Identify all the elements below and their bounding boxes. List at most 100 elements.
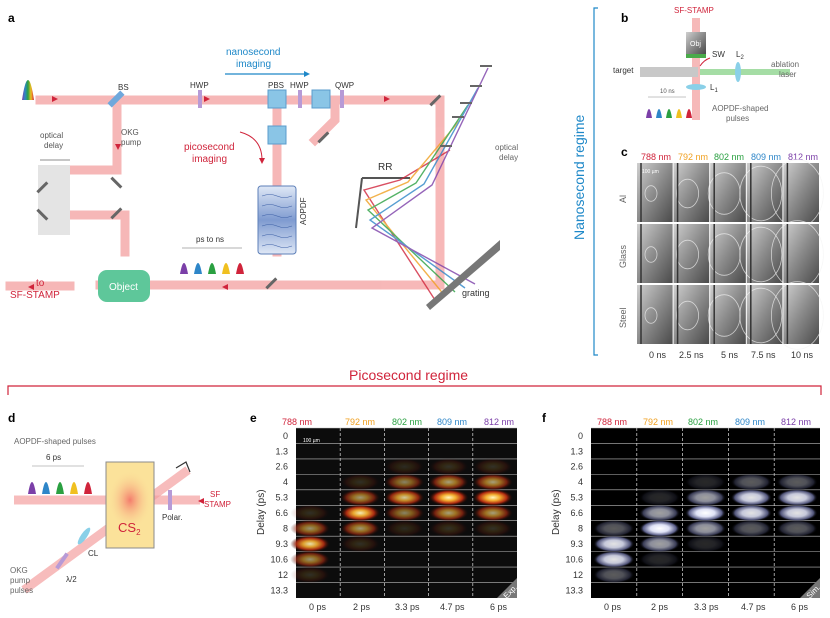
lambda2-label: λ/2 [66,575,77,584]
d-out-arrow [198,498,204,504]
e-cells [290,427,517,598]
f-wl-2: 802 nm [688,417,718,427]
l1-label: L1 [710,83,718,94]
target-label: target [613,66,634,75]
e-wl-1: 792 nm [345,417,375,427]
beam-arrows [28,96,390,290]
pbs-label: PBS [268,81,284,90]
c-image-grid [637,159,824,350]
return-beam [95,95,445,290]
c-wl-0: 788 nm [641,152,671,162]
e-time-0: 0 ps [309,602,327,612]
rr-label: RR [378,162,392,173]
signal-blob [384,473,425,491]
b-aopdf-label-2: pulses [726,114,749,123]
b-pulses [646,109,692,118]
delay-label: 5.3 [570,493,583,503]
c-frame [637,224,673,283]
f-wl-4: 812 nm [781,417,811,427]
signal-blob [473,489,513,507]
delay-label: 4 [283,477,288,487]
source-pulse-icon [22,80,34,100]
qwp-label: QWP [335,81,354,90]
panel-c: c 788 nm 792 nm 802 nm 809 nm 812 nm Al … [618,145,824,360]
f-cells [591,427,820,598]
signal-blob [428,519,469,537]
signal-blob [473,458,513,476]
f-time-labels: 0 ps 2 ps 3.3 ps 4.7 ps 6 ps [604,602,809,612]
ps-imaging-label-2: imaging [192,154,227,165]
ps-bracket [7,385,822,395]
obj-label: Obj [690,41,701,48]
signal-blob [290,535,330,553]
aopdf-label: AOPDF [299,197,308,225]
hwp2-icon [298,90,302,108]
d-okg-label-1: OKG [10,566,28,575]
signal-blob [473,473,513,491]
delay-label: 13.3 [565,585,583,595]
c-material-1: Glass [618,244,628,268]
sw-arrow [699,57,711,67]
c-material-2: Steel [618,307,628,328]
c-frame [673,163,710,222]
delay-label: 8 [283,524,288,534]
e-time-3: 4.7 ps [440,602,465,612]
delay-label: 12 [573,570,583,580]
okg-pump-label-1: OKG [121,128,139,137]
optical-delay-box [38,165,70,235]
signal-blob [340,535,381,553]
f-wl-1: 792 nm [643,417,673,427]
signal-blob [639,489,681,507]
c-frame [673,285,710,344]
objective-icon [686,32,706,54]
c-wl-1: 792 nm [678,152,708,162]
ablation-label-2: laser [779,70,797,79]
beamsplitter-icon [107,90,125,108]
panel-d-letter: d [8,411,15,425]
panel-e-letter: e [250,411,257,425]
pbs-2-icon [267,125,287,145]
signal-blob [593,550,635,568]
hwp-icon [198,90,202,108]
c-frame [771,281,824,350]
signal-blob [776,489,818,507]
okg-pump-label-2: pump [121,138,142,147]
ps-arrow-head [259,158,265,164]
signal-blob [593,519,635,537]
signal-blob [639,550,681,568]
half-wave-plate-icon [55,552,69,570]
signal-blob [290,504,330,522]
signal-blob [428,504,469,522]
right-delay-label-2: delay [499,153,518,162]
signal-blob [730,489,772,507]
panel-d: d AOPDF-shaped pulses 6 ps CS2 Polar. SF… [8,411,231,595]
ps-imaging-label-1: picosecond [184,142,235,153]
panel-b: b SF-STAMP Obj target L2 L1 SW ablation … [613,6,799,123]
ns-bracket [593,7,598,356]
e-scale-label: 100 µm [303,438,320,444]
d-okg-label-2: pump [10,576,31,585]
f-wl-3: 809 nm [735,417,765,427]
panel-c-letter: c [621,145,628,159]
delay-label: 9.3 [570,539,583,549]
delay-label: 10.6 [270,554,288,564]
e-time-2: 3.3 ps [395,602,420,612]
right-delay-mirrors [440,65,492,147]
c-material-0: Al [618,195,628,203]
to-sf-label-2: SF-STAMP [10,290,60,301]
beam-paths [5,95,445,291]
aopdf-waves [261,194,293,248]
mirrors-a [36,94,442,290]
delay-label: 12 [278,570,288,580]
signal-blob [730,473,772,491]
panel-b-letter: b [621,11,628,25]
f-time-0: 0 ps [604,602,622,612]
lens-l1-icon [686,84,706,90]
f-time-4: 6 ps [791,602,809,612]
f-wl-0: 788 nm [597,417,627,427]
delay-label: 8 [578,524,583,534]
f-time-2: 3.3 ps [694,602,719,612]
qwp-beam [308,95,340,147]
